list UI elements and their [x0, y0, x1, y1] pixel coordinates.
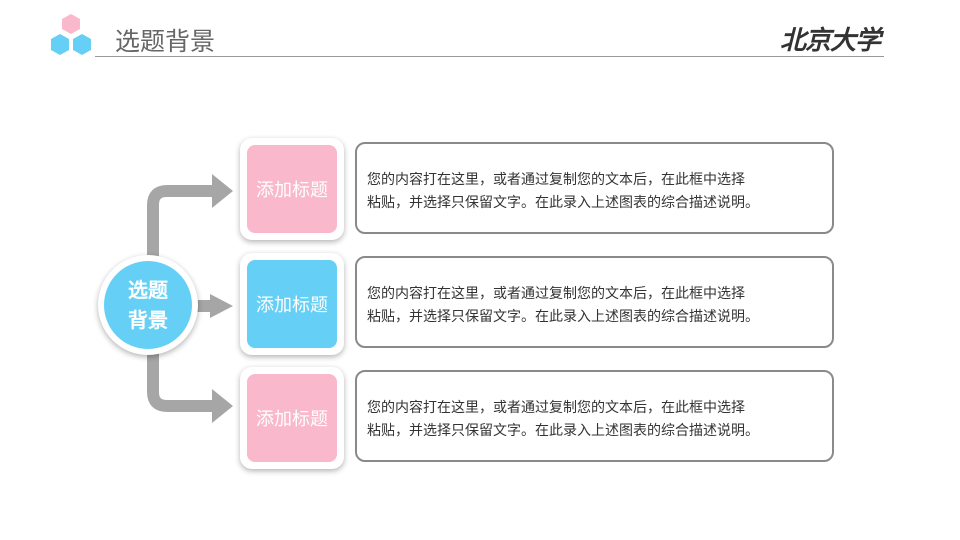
title-label: 添加标题: [247, 145, 337, 233]
description-line: 您的内容打在这里，或者通过复制您的文本后，在此框中选择: [367, 172, 745, 188]
header-divider: [95, 56, 884, 57]
description-line: 粘贴，并选择只保留文字。在此录入上述图表的综合描述说明。: [367, 195, 759, 211]
description-line: 您的内容打在这里，或者通过复制您的文本后，在此框中选择: [367, 286, 745, 302]
title-card-1: 添加标题: [240, 138, 344, 240]
center-label-line1: 选题: [128, 278, 168, 302]
center-label-line2: 背景: [128, 308, 168, 332]
description-line: 粘贴，并选择只保留文字。在此录入上述图表的综合描述说明。: [367, 423, 759, 439]
description-box-1: 您的内容打在这里，或者通过复制您的文本后，在此框中选择粘贴，并选择只保留文字。在…: [355, 142, 834, 234]
title-card-3: 添加标题: [240, 367, 344, 469]
description-box-3: 您的内容打在这里，或者通过复制您的文本后，在此框中选择粘贴，并选择只保留文字。在…: [355, 370, 834, 462]
center-topic-circle: 选题背景: [98, 255, 198, 355]
hexagon-logo-icon: [51, 14, 91, 55]
arrow-head-icon: [210, 294, 233, 318]
description-line: 您的内容打在这里，或者通过复制您的文本后，在此框中选择: [367, 400, 745, 416]
arrow-head-icon: [212, 389, 233, 423]
university-logo: 北京大学: [780, 26, 881, 56]
arrow-head-icon: [212, 174, 233, 208]
title-label: 添加标题: [247, 260, 337, 348]
title-card-2: 添加标题: [240, 253, 344, 355]
description-box-2: 您的内容打在这里，或者通过复制您的文本后，在此框中选择粘贴，并选择只保留文字。在…: [355, 256, 834, 348]
page-title: 选题背景: [115, 27, 216, 56]
title-label: 添加标题: [247, 374, 337, 462]
description-line: 粘贴，并选择只保留文字。在此录入上述图表的综合描述说明。: [367, 309, 759, 325]
